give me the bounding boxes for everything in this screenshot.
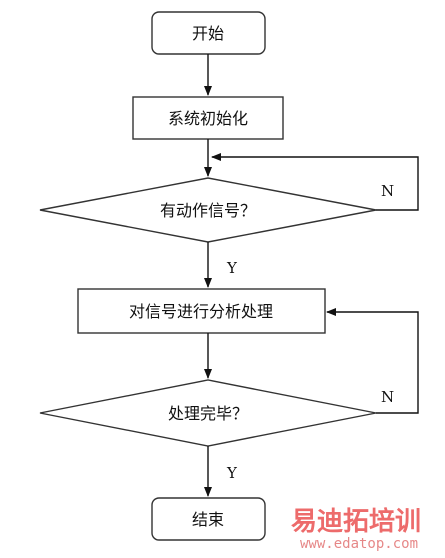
watermark-brand: 易迪拓培训 (291, 507, 421, 537)
process-label: 对信号进行分析处理 (129, 302, 273, 321)
start-label: 开始 (192, 24, 224, 43)
decision-done-label: 处理完毕？ (168, 404, 248, 423)
end-label: 结束 (192, 510, 224, 529)
watermark-url: www.edatop.com (300, 536, 418, 552)
init-node: 系统初始化 (132, 96, 284, 140)
end-node: 结束 (151, 497, 266, 541)
start-node: 开始 (151, 11, 266, 55)
decision-signal-node: 有动作信号？ (39, 177, 377, 243)
process-node: 对信号进行分析处理 (77, 288, 326, 334)
decision-signal-label: 有动作信号？ (160, 201, 256, 220)
decision-done-node: 处理完毕？ (39, 379, 377, 447)
signal-no-label: N (381, 182, 394, 200)
done-yes-label: Y (226, 464, 238, 482)
done-no-label: N (381, 388, 394, 406)
init-label: 系统初始化 (168, 109, 248, 128)
arrow-signal-no-loop (211, 153, 419, 211)
arrow-done-no-loop (326, 308, 419, 414)
signal-yes-label: Y (226, 259, 238, 277)
watermark: 易迪拓培训 www.edatop.com (291, 507, 421, 552)
